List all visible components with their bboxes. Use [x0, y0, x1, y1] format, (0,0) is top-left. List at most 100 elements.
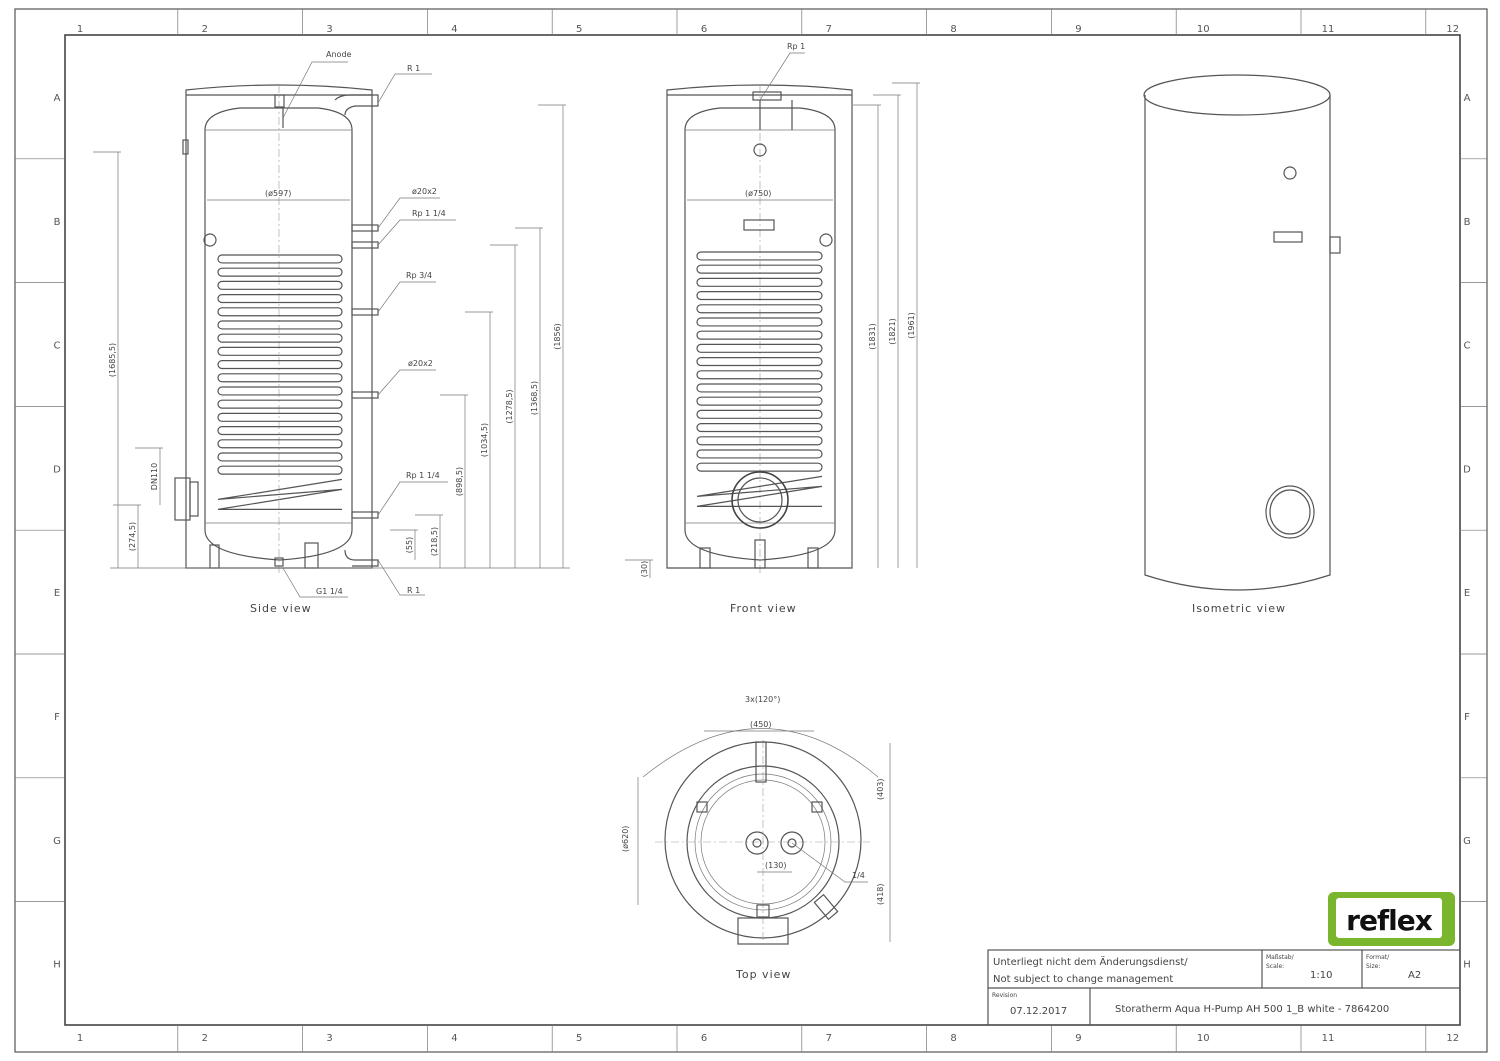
coil-turn: [696, 343, 823, 353]
grid-row-label: B: [1464, 217, 1471, 228]
format-label-en: Size:: [1366, 963, 1380, 970]
coil-turn: [217, 373, 343, 383]
dimension-218: (218,5): [430, 527, 439, 556]
revision-label: Revision: [992, 992, 1017, 999]
dimension-30: (30): [640, 561, 649, 577]
product-name: Storatherm Aqua H-Pump AH 500 1_B white …: [1115, 1004, 1389, 1015]
grid-column-label: 7: [826, 24, 832, 35]
foot: [807, 547, 819, 569]
coil-return: [217, 478, 343, 510]
callout-r1-top: R 1: [407, 64, 420, 73]
foot: [699, 547, 711, 569]
coil-turn: [696, 277, 823, 287]
grid-column-label: 12: [1446, 24, 1459, 35]
grid-row-label: H: [1463, 960, 1471, 971]
grid-row-label: E: [54, 588, 60, 599]
dimension-55: (55): [405, 537, 414, 553]
heat-exchanger-coil: [217, 254, 343, 510]
coil-turn: [696, 251, 823, 261]
grid-row-label: C: [54, 341, 61, 352]
grid-column-label: 2: [202, 24, 208, 35]
grid-row-label: F: [1464, 712, 1470, 723]
coil-turn: [217, 452, 343, 462]
grid-column-label: 4: [451, 24, 457, 35]
manhole: [731, 471, 789, 529]
flange: [737, 917, 789, 945]
grid-column-label: 7: [826, 1033, 832, 1044]
side-view: Anode R 1 ø20x2 Rp 1 1/4 Rp 3/4 ø20x2 Rp…: [93, 50, 570, 615]
grid-column-label: 3: [326, 1033, 332, 1044]
coil-turn: [217, 294, 343, 304]
dimension-1821: (1821): [888, 318, 897, 345]
tank: [684, 107, 836, 561]
heat-exchanger-coil: [696, 251, 823, 507]
grid-column-label: 1: [77, 24, 83, 35]
coil-turn: [217, 360, 343, 370]
grid-row-label: G: [53, 836, 61, 847]
dim-450: (450): [750, 720, 772, 729]
reflex-logo: reflex: [1328, 892, 1455, 946]
grid-row-label: C: [1464, 341, 1471, 352]
coil-turn: [217, 412, 343, 422]
grid-column-label: 6: [701, 24, 707, 35]
coil-turn: [696, 317, 823, 327]
top-view: 3x(120°) (450) (ø620) (403) (418) (130) …: [621, 695, 891, 981]
grid-column-label: 10: [1197, 1033, 1210, 1044]
manhole-cover: [1265, 485, 1315, 539]
revision-date: 07.12.2017: [1010, 1006, 1067, 1017]
dim-130: (130): [765, 861, 787, 870]
dimension-1685: (1685,5): [108, 343, 117, 377]
grid-column-label: 3: [326, 24, 332, 35]
coil-turn: [696, 423, 823, 433]
coil-turn: [217, 426, 343, 436]
grid-row-label: H: [53, 960, 61, 971]
coil-turn: [217, 320, 343, 330]
coil-turn: [696, 264, 823, 274]
sensor-port-icon: [819, 233, 833, 247]
dim-418: (418): [876, 883, 885, 905]
coil-turn: [696, 330, 823, 340]
dimension-1961: (1961): [907, 312, 916, 339]
logo-text: reflex: [1346, 904, 1433, 937]
callout-r1-bottom: R 1: [407, 586, 420, 595]
coil-turn: [217, 333, 343, 343]
front-logo-badge: [743, 219, 775, 231]
coil-turn: [696, 383, 823, 393]
coil-return: [696, 475, 823, 507]
callout-1-4: 1/4: [852, 871, 865, 880]
pipe-connection: [351, 308, 379, 316]
tank: [204, 107, 353, 561]
scale-label-en: Scale:: [1266, 963, 1284, 970]
dimension-1034: (1034,5): [480, 423, 489, 457]
grid-row-label: F: [54, 712, 60, 723]
casing: [185, 84, 373, 569]
format-label-de: Format/: [1366, 954, 1390, 961]
coil-turn: [217, 307, 343, 317]
coil-turn: [217, 439, 343, 449]
grid-column-label: 10: [1197, 24, 1210, 35]
coil-turn: [217, 465, 343, 475]
grid-row-label: A: [1464, 93, 1471, 104]
coil-turn: [696, 291, 823, 301]
coil-turn: [696, 436, 823, 446]
grid-column-label: 11: [1322, 24, 1335, 35]
dim-angle: 3x(120°): [745, 695, 780, 704]
callout-20x2-top: ø20x2: [412, 187, 437, 196]
pipe-connection: [351, 241, 379, 249]
dimension-1368: (1368,5): [530, 381, 539, 415]
front-view-title: Front view: [730, 602, 797, 615]
grid-column-label: 8: [950, 1033, 956, 1044]
grid-column-label: 8: [950, 24, 956, 35]
grid-column-label: 2: [202, 1033, 208, 1044]
coil-turn: [217, 267, 343, 277]
grid-column-label: 9: [1075, 24, 1081, 35]
casing: [666, 84, 853, 569]
callout-rp34: Rp 3/4: [406, 271, 432, 280]
grid-column-label: 9: [1075, 1033, 1081, 1044]
cylinder-top: [1143, 74, 1331, 116]
grid-row-label: D: [53, 464, 61, 475]
dimension-1831: (1831): [868, 323, 877, 350]
callout-20x2-bottom: ø20x2: [408, 359, 433, 368]
